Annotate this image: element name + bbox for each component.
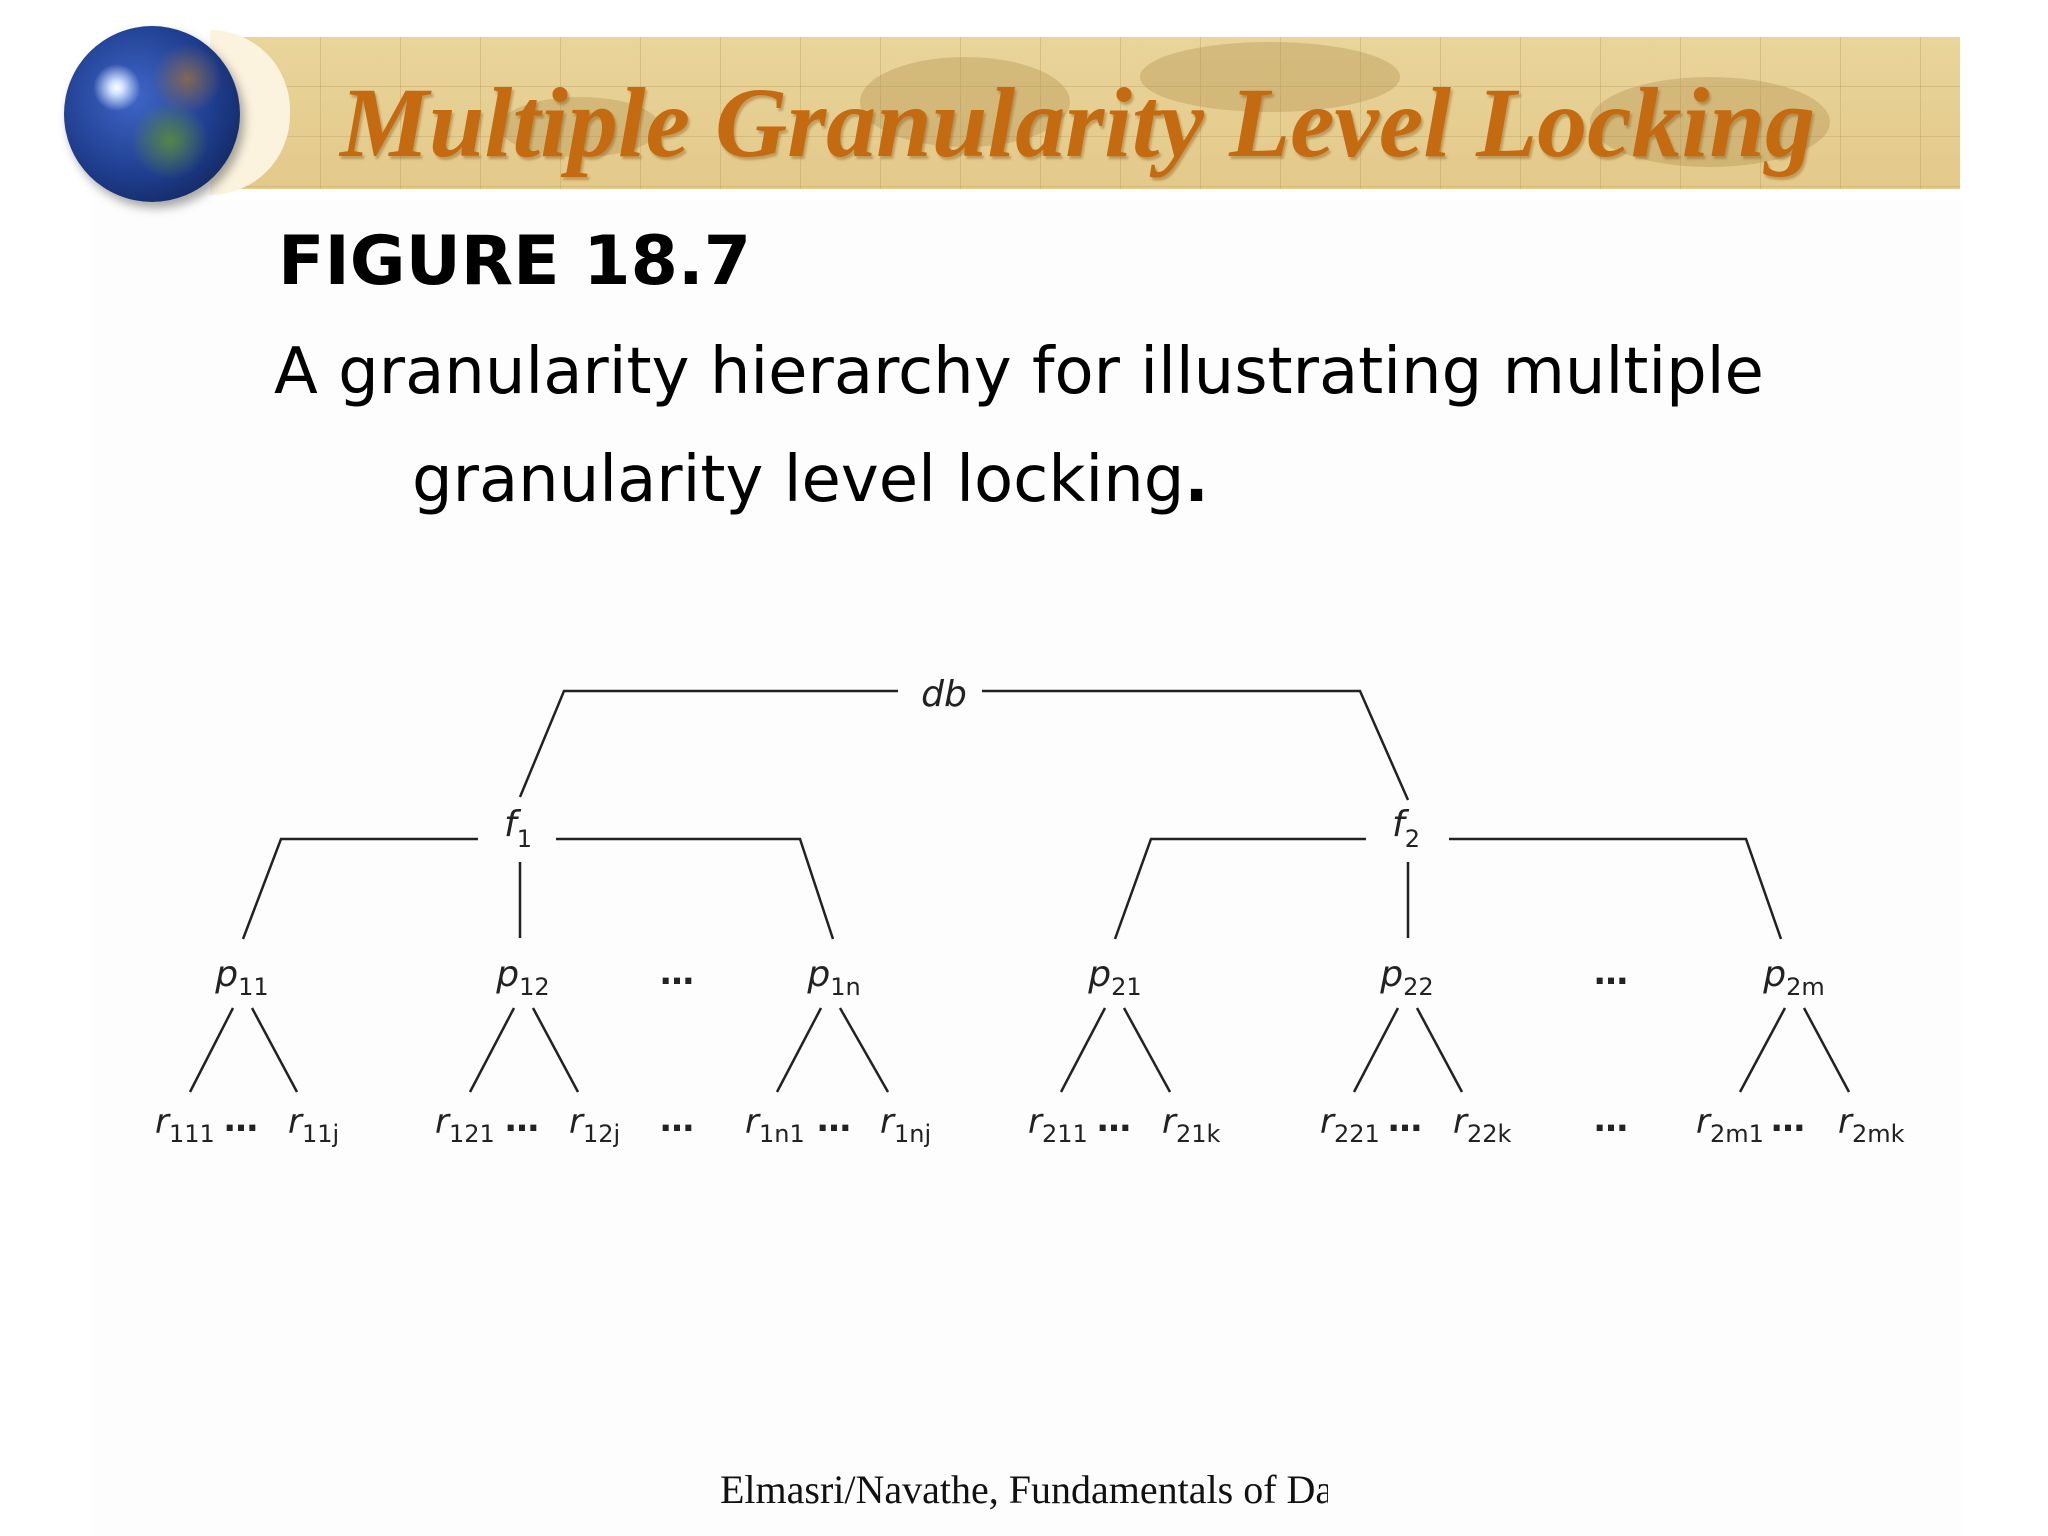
node-p12: p12 <box>495 954 549 1001</box>
node-r22k: r22k <box>1453 1102 1512 1148</box>
caption-line-2-wrap: granularity level locking. <box>274 426 1774 534</box>
figure-caption: A granularity hierarchy for illustrating… <box>274 318 1774 534</box>
edge-p21-r211 <box>1059 1007 1107 1093</box>
title-banner <box>240 37 1960 189</box>
node-f1: f1 <box>504 804 532 853</box>
node-r1nj: r1nj <box>880 1102 931 1148</box>
edge-p1n-r1nj <box>838 1007 890 1093</box>
node-r2m1: r2m1 <box>1696 1102 1764 1148</box>
content-panel <box>92 200 1962 1536</box>
edge-p12-r121 <box>468 1007 516 1093</box>
edge-p22-r22k <box>1415 1007 1464 1093</box>
edge-p21-r21k <box>1122 1007 1172 1093</box>
edge-f2-p2m <box>1449 837 1783 940</box>
map-land <box>1590 77 1830 167</box>
edge-p11-r11j <box>250 1007 299 1093</box>
ellipsis-r22: … <box>1388 1100 1422 1140</box>
edge-f1-p1n <box>556 837 835 940</box>
figure-label: FIGURE 18.7 <box>278 222 752 301</box>
slide-title: Multiple Granularity Level Locking <box>340 67 1815 178</box>
node-p11: p11 <box>214 954 268 1001</box>
edge-f1-p11 <box>241 837 478 940</box>
caption-line-2: granularity level locking <box>412 443 1185 517</box>
node-r121: r121 <box>435 1102 495 1148</box>
edge-db-f2 <box>982 689 1410 801</box>
node-r21k: r21k <box>1162 1102 1221 1148</box>
map-grid <box>240 37 1960 189</box>
node-r1n1: r1n1 <box>745 1102 805 1148</box>
node-p21: p21 <box>1087 954 1141 1001</box>
map-land <box>1140 42 1400 112</box>
node-r11j: r11j <box>288 1102 339 1148</box>
ellipsis-pages-f1: … <box>660 953 694 993</box>
node-db: db <box>921 674 967 715</box>
edge-p1n-r1n1 <box>775 1007 823 1093</box>
ellipsis-records-f1: … <box>660 1100 694 1140</box>
edge-p11-r111 <box>188 1007 235 1093</box>
edge-f2-p21 <box>1113 837 1366 940</box>
edge-p12-r12j <box>531 1007 580 1093</box>
ellipsis-records-f2: … <box>1594 1100 1628 1140</box>
globe-icon <box>64 26 240 202</box>
node-r221: r221 <box>1320 1102 1380 1148</box>
ellipsis-r11: … <box>224 1100 258 1140</box>
edge-db-f1 <box>518 689 898 798</box>
node-f2: f2 <box>1392 804 1420 853</box>
node-p22: p22 <box>1379 954 1433 1001</box>
ellipsis-r2m: … <box>1771 1100 1805 1140</box>
node-r2mk: r2mk <box>1838 1102 1905 1148</box>
node-r211: r211 <box>1028 1102 1088 1148</box>
hierarchy-edges <box>188 689 1851 1093</box>
node-r12j: r12j <box>569 1102 620 1148</box>
caption-line-1: A granularity hierarchy for illustrating… <box>274 335 1764 409</box>
ellipsis-r21: … <box>1097 1100 1131 1140</box>
edge-p2m-r2m1 <box>1738 1007 1787 1093</box>
caption-period: . <box>1184 443 1209 517</box>
node-r111: r111 <box>155 1102 215 1148</box>
edge-p22-r221 <box>1352 1007 1400 1093</box>
map-land <box>500 97 660 157</box>
ellipsis-r12: … <box>505 1100 539 1140</box>
node-p1n: p1n <box>806 954 860 1001</box>
map-land <box>860 57 1070 147</box>
node-p2m: p2m <box>1762 954 1825 1001</box>
node-labels: db f1 f2 p11 p12 p1n p21 p22 p2m r111 r1… <box>155 674 1905 1148</box>
footer-citation: Elmasri/Navathe, Fundamentals of Da <box>720 1467 1328 1512</box>
edge-p2m-r2mk <box>1802 1007 1851 1093</box>
ellipsis-r1n: … <box>817 1100 851 1140</box>
ellipsis-pages-f2: … <box>1594 953 1628 993</box>
